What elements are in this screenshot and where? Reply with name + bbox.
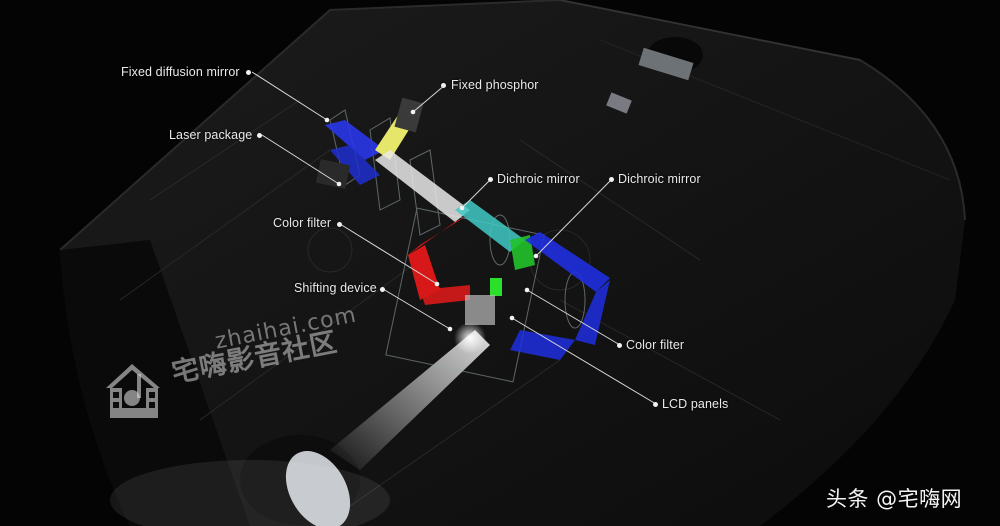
callout-dot — [337, 222, 342, 227]
callout-fixed-phosphor: Fixed phosphor — [451, 78, 539, 92]
callout-dot — [441, 83, 446, 88]
callout-laser-package: Laser package — [169, 128, 253, 142]
callout-dot — [653, 402, 658, 407]
callout-fixed-diffusion-mirror: Fixed diffusion mirror — [121, 65, 240, 79]
callout-shifting-device: Shifting device — [294, 281, 377, 295]
callout-dot — [380, 287, 385, 292]
callout-dichroic-mirror-1: Dichroic mirror — [497, 172, 580, 186]
callout-color-filter-1: Color filter — [273, 216, 332, 230]
callout-color-filter-2: Color filter — [626, 338, 685, 352]
callout-dichroic-mirror-2: Dichroic mirror — [618, 172, 701, 186]
callout-dot — [257, 133, 262, 138]
house-music-note-icon — [106, 364, 160, 418]
callout-lcd-panels: LCD panels — [662, 397, 729, 411]
callout-dot — [488, 177, 493, 182]
callout-dot — [617, 343, 622, 348]
callout-dot — [609, 177, 614, 182]
callout-dot — [246, 70, 251, 75]
source-credit: 头条 @宅嗨网 — [826, 487, 963, 511]
